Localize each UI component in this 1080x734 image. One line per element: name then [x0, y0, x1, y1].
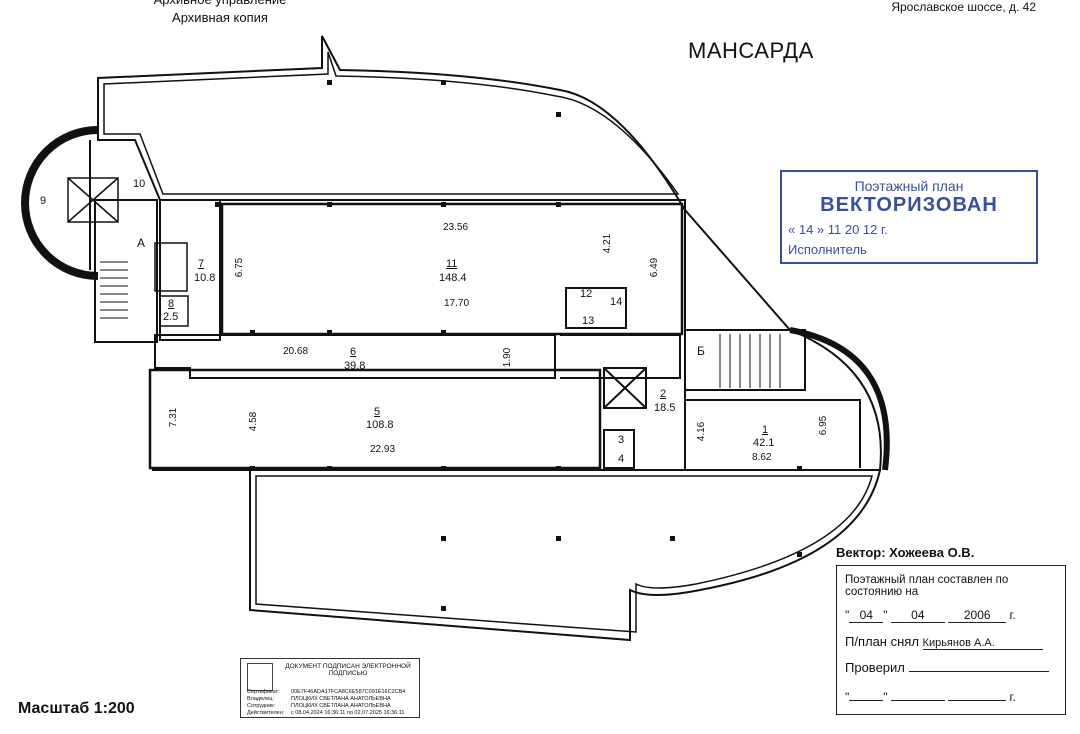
- esign-employee-label: Сотрудник:: [247, 703, 276, 709]
- room-8-area: 2.5: [163, 311, 179, 323]
- esign-title: ДОКУМЕНТ ПОДПИСАН ЭЛЕКТРОННОЙ ПОДПИСЬЮ: [285, 663, 411, 677]
- checked-row: Проверил: [845, 660, 1049, 675]
- dim-23-56: 23.56: [443, 222, 469, 233]
- vector-author: Вектор: Хожеева О.В.: [836, 545, 975, 560]
- electronic-signature-block: ДОКУМЕНТ ПОДПИСАН ЭЛЕКТРОННОЙ ПОДПИСЬЮ С…: [240, 658, 420, 718]
- taken-label: П/план снял: [845, 634, 919, 649]
- taken-row: П/план снял Кирьянов А.А.: [845, 634, 1043, 650]
- dim-22-93: 22.93: [370, 444, 396, 455]
- esign-valid-label: Действителен:: [247, 710, 285, 716]
- stamp-executor-label: Исполнитель: [788, 242, 867, 257]
- title-block-date: "04" 04 2006 г.: [845, 608, 1016, 623]
- blank-date-row: "" г.: [845, 690, 1016, 704]
- dim-4-16: 4.16: [696, 421, 708, 442]
- room-7-area: 10.8: [194, 272, 216, 284]
- date-day: 04: [849, 608, 884, 623]
- stamp-date: « 14 » 11 20 12 г.: [788, 222, 888, 237]
- room-8-number: 8: [168, 298, 175, 310]
- dim-6-75: 6.75: [234, 257, 246, 278]
- room-14-number: 14: [610, 296, 623, 308]
- room-10-number: 10: [133, 178, 146, 190]
- room-6-number: 6: [350, 346, 357, 358]
- room-11-area: 148.4: [439, 272, 467, 284]
- room-1-number: 1: [762, 424, 769, 436]
- title-block: Поэтажный план составлен по состоянию на…: [836, 565, 1066, 715]
- room-13-number: 13: [582, 315, 595, 327]
- floor-title: МАНСАРДА: [688, 38, 814, 63]
- room-7-number: 7: [198, 258, 205, 270]
- stair-a-label: А: [137, 236, 146, 250]
- esign-cert-label: Сертификат:: [247, 689, 280, 695]
- archive-line2: Архивная копия: [172, 10, 268, 25]
- stair-b-label: Б: [697, 344, 705, 358]
- checked-label: Проверил: [845, 660, 905, 675]
- esign-employee-value: ПЛОЦКИХ СВЕТЛАНА АНАТОЛЬЕВНА: [291, 703, 391, 709]
- dim-4-58: 4.58: [248, 411, 260, 432]
- esign-cert-value: 00E7F46ADA17FCA8C6E587C091E16C2CB4: [291, 689, 406, 695]
- room-3-number: 3: [618, 434, 625, 446]
- dim-4-21: 4.21: [602, 233, 614, 254]
- room-1-area: 42.1: [753, 437, 775, 449]
- room-9-number: 9: [40, 195, 47, 207]
- dim-8-62: 8.62: [752, 452, 772, 463]
- room-5-number: 5: [374, 406, 381, 418]
- dim-7-31: 7.31: [168, 407, 180, 428]
- room-2-number: 2: [660, 388, 667, 400]
- archive-line1: Архивное управление: [100, 0, 340, 9]
- date-month: 04: [890, 608, 945, 623]
- dim-20-68: 20.68: [283, 346, 309, 357]
- date-year: 2006: [948, 608, 1007, 623]
- blank-date-suffix: г.: [1009, 690, 1016, 704]
- dim-6-49: 6.49: [649, 257, 661, 278]
- stamp-line2: ВЕКТОРИЗОВАН: [820, 194, 998, 216]
- room-5-area: 108.8: [366, 419, 394, 431]
- room-11-number: 11: [446, 258, 458, 270]
- room-4-number: 4: [618, 453, 625, 465]
- date-suffix: г.: [1009, 608, 1016, 622]
- address: Ярославское шоссе, д. 42: [891, 0, 1036, 14]
- room-6-area: 39.8: [344, 360, 366, 372]
- taken-value: Кирьянов А.А.: [922, 637, 1043, 650]
- esign-owner-value: ПЛОЦКИХ СВЕТЛАНА АНАТОЛЬЕВНА: [291, 696, 391, 702]
- stamp-line1: Поэтажный план: [854, 178, 964, 194]
- dim-17-70: 17.70: [444, 298, 470, 309]
- vectorized-stamp: Поэтажный план ВЕКТОРИЗОВАН « 14 » 11 20…: [780, 170, 1038, 264]
- room-2-area: 18.5: [654, 402, 676, 414]
- room-12-number: 12: [580, 288, 593, 300]
- coat-of-arms-icon: [247, 663, 273, 691]
- esign-valid-value: с 08.04.2024 16:36:11 по 02.07.2025 16:3…: [291, 710, 405, 716]
- dim-1-90: 1.90: [502, 347, 514, 368]
- esign-owner-label: Владелец:: [247, 696, 274, 702]
- title-block-heading: Поэтажный план составлен по состоянию на: [845, 574, 1009, 598]
- dim-6-95: 6.95: [818, 415, 830, 436]
- scale-label: Масштаб 1:200: [18, 700, 135, 717]
